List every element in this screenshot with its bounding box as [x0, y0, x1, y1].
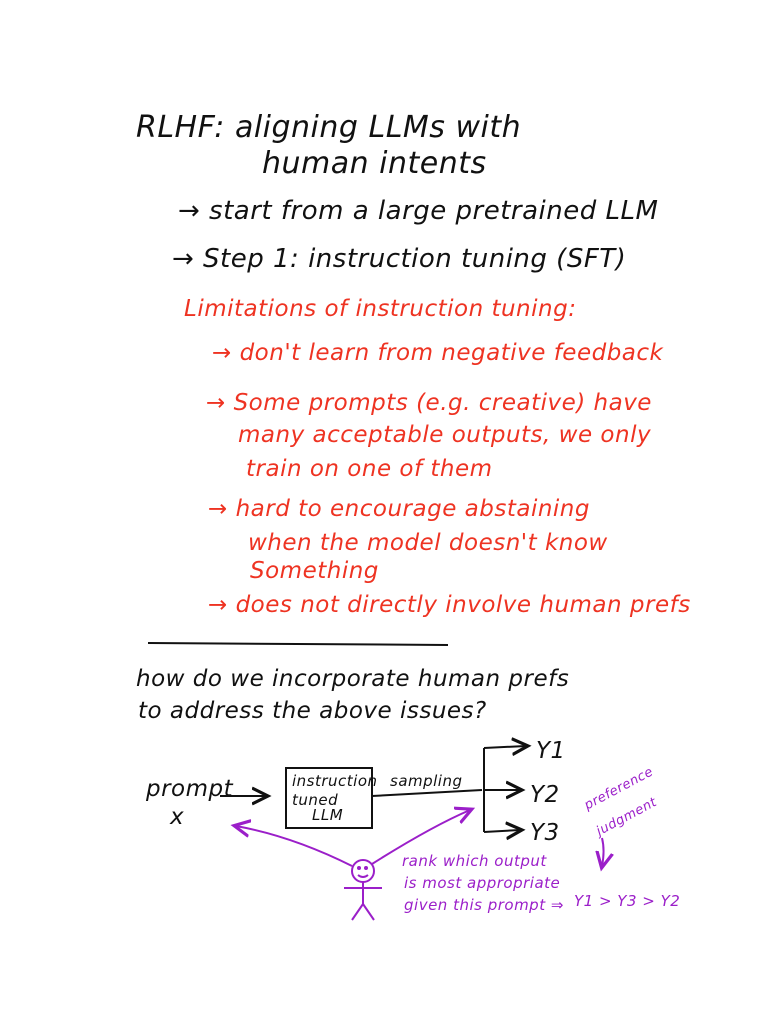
page-title: RLHF: aligning LLMs with	[136, 110, 522, 145]
question-line: how do we incorporate human prefs	[136, 666, 570, 692]
rank-instruction: given this prompt ⇒	[404, 896, 564, 914]
output-y1: Y1	[536, 738, 566, 764]
ranking-result: Y1 > Y3 > Y2	[574, 892, 681, 910]
section-divider	[147, 642, 449, 646]
model-box-line: instruction	[292, 772, 378, 790]
prompt-variable: x	[170, 804, 185, 830]
limitation-item: train on one of them	[246, 456, 493, 482]
preference-arrow	[602, 837, 604, 866]
limitation-item: → Some prompts (e.g. creative) have	[206, 390, 652, 416]
output-y3: Y3	[530, 820, 560, 846]
limitation-item: → hard to encourage abstaining	[208, 496, 590, 522]
human-icon	[344, 859, 382, 921]
human-to-prompt-arrow	[236, 826, 353, 867]
limitation-item: → does not directly involve human prefs	[208, 592, 691, 618]
arrow-to-y1	[483, 746, 526, 748]
limitation-item: many acceptable outputs, we only	[238, 422, 652, 448]
prompt-label: prompt	[146, 776, 234, 802]
output-y2: Y2	[530, 782, 560, 808]
question-line: to address the above issues?	[138, 698, 487, 724]
model-box-line: LLM	[312, 806, 344, 824]
page-title-continued: human intents	[262, 146, 487, 181]
rank-instruction: is most appropriate	[404, 874, 561, 892]
rank-instruction: rank which output	[402, 852, 547, 870]
sampling-label: sampling	[390, 772, 463, 790]
arrow-to-y3	[483, 830, 520, 832]
limitation-item: → don't learn from negative feedback	[212, 340, 664, 366]
step-instruction-tuning: → Step 1: instruction tuning (SFT)	[172, 244, 627, 274]
step-pretrained: → start from a large pretrained LLM	[178, 196, 659, 226]
limitation-item: Something	[250, 558, 379, 584]
limitations-heading: Limitations of instruction tuning:	[184, 296, 577, 322]
limitation-item: when the model doesn't know	[248, 530, 608, 556]
sampling-arrow	[371, 789, 483, 797]
